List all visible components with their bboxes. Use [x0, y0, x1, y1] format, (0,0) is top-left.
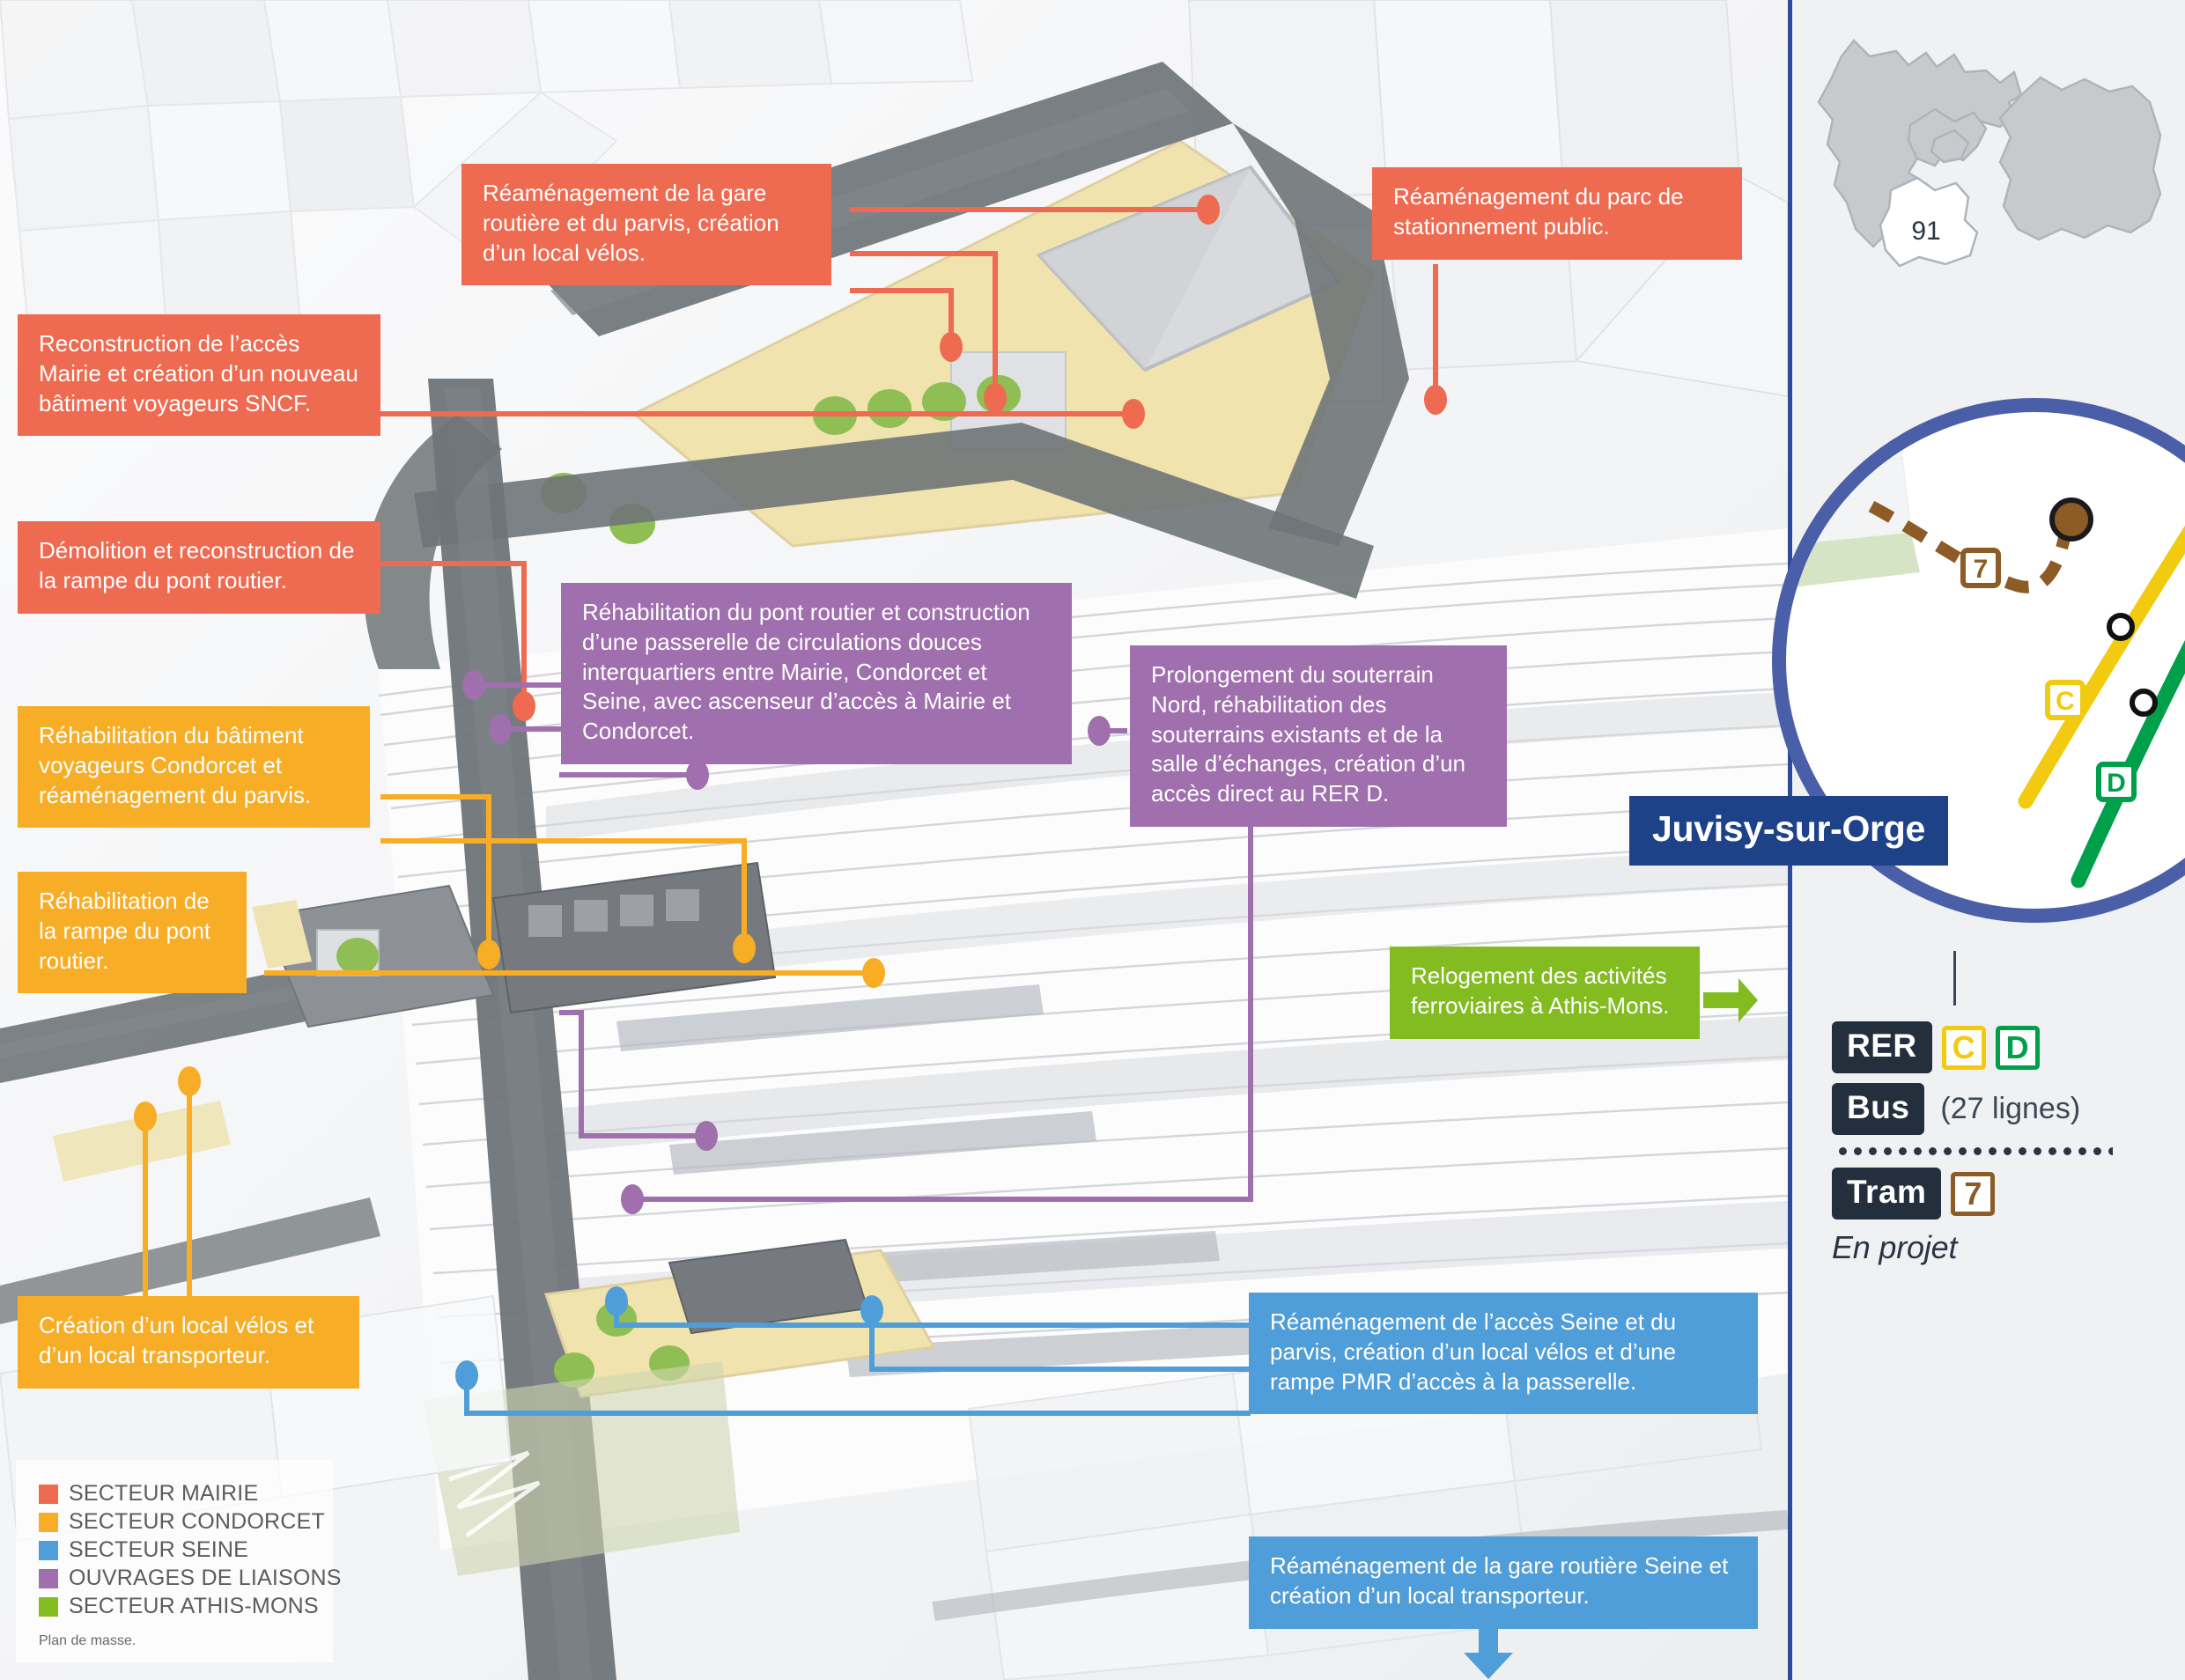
bus-lines-count: (27 lignes) — [1940, 1092, 2081, 1125]
callout-acces-mairie-bv-sncf: Reconstruction de l’accès Mairie et créa… — [18, 314, 380, 437]
inset-badge-rer-c: C — [2045, 680, 2085, 720]
callout-rampe-pont-routier-demolition: Démolition et reconstruction de la rampe… — [18, 521, 380, 614]
legend-item-seine: SECTEUR SEINE — [39, 1537, 310, 1563]
rer-c-line — [2018, 463, 2185, 809]
legend-label: SECTEUR SEINE — [69, 1537, 249, 1562]
transit-legend: RER C D Bus (27 lignes) Tram 7 En projet — [1832, 1021, 2175, 1266]
callout-text: Réaménagement de l’accès Seine et du par… — [1270, 1308, 1677, 1395]
transit-row-tram: Tram 7 — [1832, 1168, 2175, 1219]
leader-lines-liaisons — [476, 682, 1253, 1202]
transit-row-rer: RER C D — [1832, 1021, 2175, 1073]
callout-bv-condorcet: Réhabilitation du bâtiment voyageurs Con… — [18, 706, 370, 829]
legend-label: SECTEUR MAIRIE — [69, 1481, 259, 1506]
inset-badge-tram-7: 7 — [1960, 548, 2001, 588]
dotted-separator — [1835, 1147, 2113, 1155]
dept-91-highlight — [1879, 176, 1979, 268]
callout-rampe-pont-routier-rehab: Réhabilitation de la rampe du pont routi… — [18, 872, 247, 994]
bus-mode-badge: Bus — [1832, 1083, 1925, 1135]
tram-mode-badge: Tram — [1832, 1168, 1942, 1219]
rer-line-c-badge: C — [1941, 1025, 1986, 1070]
aerial-site-plan — [0, 0, 1788, 1680]
leader-dots-seine — [455, 1286, 883, 1390]
legend-item-athis-mons: SECTEUR ATHIS-MONS — [39, 1594, 319, 1619]
callout-text: Réhabilitation du bâtiment voyageurs Con… — [39, 722, 312, 808]
legend-swatch — [39, 1596, 58, 1617]
rer-line-d-badge: D — [1995, 1025, 2040, 1070]
arrow-down-icon — [1464, 1625, 1513, 1679]
legend-item-mairie: SECTEUR MAIRIE — [39, 1481, 310, 1507]
leader-dots-condorcet — [134, 933, 885, 1131]
callout-text: Réhabilitation de la rampe du pont routi… — [39, 888, 211, 974]
tram-line-7-badge: 7 — [1951, 1171, 1996, 1216]
callout-text: Relogement des activités ferroviaires à … — [1411, 962, 1670, 1019]
plan-caption: Plan de masse. — [39, 1633, 137, 1648]
leader-dots-liaisons — [462, 670, 1111, 1214]
legend-item-condorcet: SECTEUR CONDORCET — [39, 1509, 325, 1535]
tram-terminus-station — [2049, 497, 2093, 542]
sidebar-divider-tick — [1953, 951, 1956, 1006]
arrow-right-icon — [1703, 978, 1758, 1022]
legend-label: OUVRAGES DE LIAISONS — [69, 1566, 342, 1590]
callout-text: Prolongement du souterrain Nord, réhabil… — [1151, 661, 1466, 807]
urban-blocks-northwest — [0, 0, 974, 354]
legend-swatch — [39, 1512, 58, 1532]
site-plan-graphics — [0, 0, 1788, 1680]
rer-c-station — [2107, 613, 2135, 641]
inset-badge-rer-d: D — [2096, 762, 2137, 802]
callout-pont-routier-passerelle: Réhabilitation du pont routier et constr… — [561, 583, 1072, 764]
callout-parc-stationnement: Réaménagement du parc de stationnement p… — [1372, 167, 1742, 260]
condorcet-sector — [53, 884, 495, 1182]
callout-acces-seine-parvis: Réaménagement de l’accès Seine et du par… — [1249, 1293, 1758, 1415]
rer-mode-badge: RER — [1832, 1021, 1932, 1073]
sector-legend: SECTEUR MAIRIE SECTEUR CONDORCET SECTEUR… — [16, 1460, 341, 1662]
callout-local-velos-transporteur: Création d’un local vélos et d’un local … — [18, 1296, 359, 1389]
transit-row-bus: Bus (27 lignes) — [1832, 1083, 2175, 1135]
callout-text: Réaménagement du parc de stationnement p… — [1393, 183, 1684, 239]
legend-label: SECTEUR CONDORCET — [69, 1509, 325, 1534]
svg-text:C: C — [2056, 687, 2075, 716]
callout-text: Démolition et reconstruction de la rampe… — [39, 537, 355, 593]
callout-text: Création d’un local vélos et d’un local … — [39, 1312, 314, 1368]
legend-item-liaisons: OUVRAGES DE LIAISONS — [39, 1566, 341, 1591]
leader-dots-mairie — [513, 195, 1447, 721]
callout-gare-routiere-parvis: Réaménagement de la gare routière et du … — [461, 164, 831, 286]
callout-souterrain-nord: Prolongement du souterrain Nord, réhabil… — [1130, 645, 1507, 827]
legend-swatch — [39, 1484, 58, 1504]
right-sidebar: 91 — [1629, 0, 2185, 1680]
tram-7-line — [1868, 500, 2074, 593]
leader-lines-condorcet — [143, 794, 872, 1308]
legend-label: SECTEUR ATHIS-MONS — [69, 1594, 319, 1618]
leader-lines-mairie — [379, 207, 1438, 704]
station-name-label: Juvisy-sur-Orge — [1629, 796, 1948, 866]
inset-ring — [1772, 398, 2185, 923]
tram-status-label: En projet — [1832, 1229, 1958, 1265]
svg-text:D: D — [2107, 769, 2126, 798]
callout-relogement-athis-mons: Relogement des activités ferroviaires à … — [1390, 947, 1700, 1039]
callout-text: Réaménagement de la gare routière Seine … — [1270, 1552, 1729, 1609]
legend-swatch — [39, 1568, 58, 1588]
callout-text: Reconstruction de l’accès Mairie et créa… — [39, 330, 358, 416]
callout-text: Réaménagement de la gare routière et du … — [483, 180, 779, 266]
callout-text: Réhabilitation du pont routier et constr… — [582, 599, 1030, 745]
department-locator-map: 91 — [1817, 39, 2162, 268]
rer-d-station — [2130, 689, 2158, 717]
svg-text:7: 7 — [1974, 555, 1989, 584]
legend-swatch — [39, 1540, 58, 1560]
dept-code-label: 91 — [1911, 217, 1940, 246]
callout-gare-routiere-seine: Réaménagement de la gare routière Seine … — [1249, 1536, 1758, 1629]
